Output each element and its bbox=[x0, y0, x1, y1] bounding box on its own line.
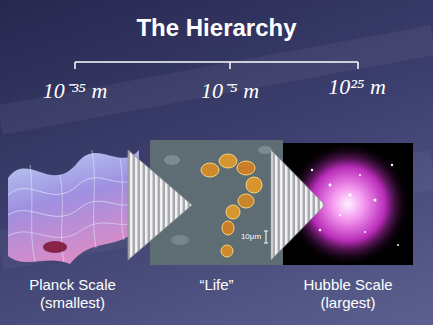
bracket-tick bbox=[229, 62, 231, 69]
panel-caption: “Life” bbox=[150, 276, 283, 294]
star-dot bbox=[359, 174, 361, 176]
scale-panel: Planck Scale (smallest) bbox=[5, 143, 140, 312]
foam-mesh bbox=[120, 158, 124, 240]
foam-mesh bbox=[8, 200, 139, 216]
star-dot bbox=[311, 169, 313, 171]
scale-bar bbox=[264, 231, 268, 232]
foam-mesh bbox=[30, 165, 35, 262]
cell bbox=[246, 177, 262, 193]
planck-foam bbox=[8, 150, 139, 264]
scale-bar bbox=[264, 243, 268, 244]
cell bbox=[222, 221, 234, 235]
foam-mesh bbox=[8, 175, 139, 195]
scale-bar bbox=[266, 231, 267, 243]
star-dot bbox=[397, 244, 399, 246]
cell bbox=[201, 163, 219, 177]
cell bbox=[238, 194, 254, 208]
scale-value: 10⁻³⁵ m bbox=[43, 74, 108, 104]
foam-mesh bbox=[92, 150, 96, 248]
bg-streak bbox=[0, 40, 433, 120]
scale-bracket bbox=[75, 61, 358, 63]
cell bbox=[221, 245, 233, 257]
slide-title: The Hierarchy bbox=[0, 14, 433, 42]
scale-panel: “Life” bbox=[150, 143, 283, 294]
cell bbox=[237, 161, 255, 175]
faint-cell bbox=[258, 146, 272, 154]
faint-cell bbox=[164, 155, 180, 165]
foam-hole bbox=[43, 241, 67, 253]
foam-mesh bbox=[8, 220, 139, 237]
scale-bar-label: 10μm bbox=[241, 232, 261, 241]
cell bbox=[226, 205, 240, 219]
bracket-tick bbox=[74, 62, 76, 69]
star-dot bbox=[364, 231, 366, 233]
scale-arrow bbox=[128, 150, 192, 260]
panel-caption: Planck Scale (smallest) bbox=[5, 276, 140, 312]
star-dot bbox=[348, 193, 351, 196]
scale-panel: Hubble Scale (largest) bbox=[283, 143, 413, 312]
faint-cell bbox=[171, 235, 189, 245]
star-dot bbox=[329, 184, 332, 187]
star-dot bbox=[319, 229, 322, 232]
star-dot bbox=[339, 214, 341, 216]
scale-arrow bbox=[271, 150, 325, 260]
scale-value: 10⁻⁵ m bbox=[201, 74, 259, 104]
bracket-tick bbox=[357, 62, 359, 69]
star-dot bbox=[374, 199, 377, 202]
panel-caption: Hubble Scale (largest) bbox=[283, 276, 413, 312]
star-dot bbox=[391, 164, 393, 166]
cell bbox=[219, 154, 237, 168]
scale-value: 10²⁵ m bbox=[328, 74, 386, 100]
